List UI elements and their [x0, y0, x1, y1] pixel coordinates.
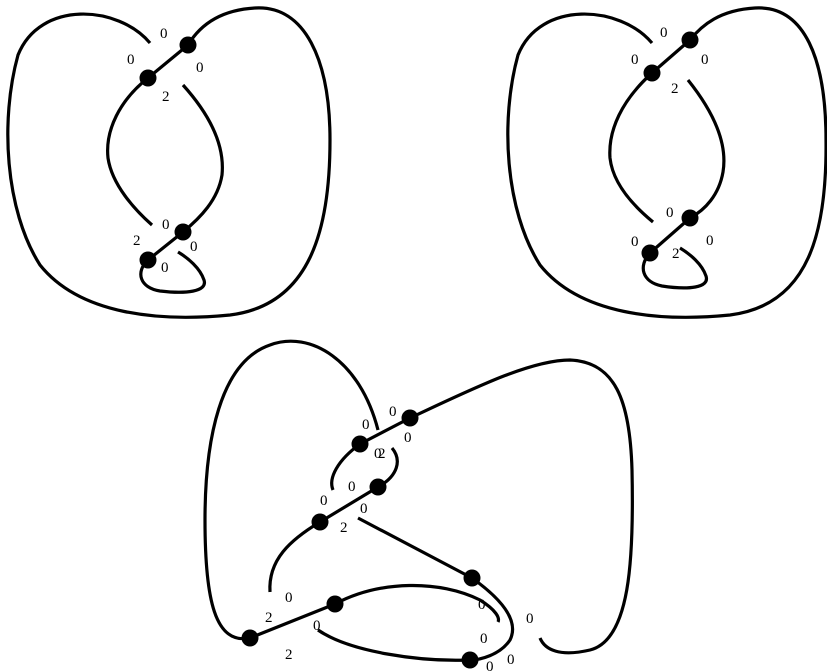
vertex-dot [179, 36, 197, 54]
knot-strand [409, 358, 635, 655]
vertex-label: 2 [378, 446, 386, 462]
vertex-label: 0 [285, 590, 293, 606]
knot-strand [506, 6, 827, 319]
knot-strand [249, 602, 336, 640]
knot-strand [686, 79, 726, 220]
vertex-label: 0 [374, 446, 382, 462]
vertex-label: 0 [360, 501, 368, 517]
vertex-label: 0 [631, 52, 639, 68]
vertex-dot [681, 209, 699, 227]
vertex-dot [641, 244, 659, 262]
knot-diagram-top-left: 0 0 0 2 0 2 0 0 [6, 6, 332, 319]
vertex-dot [369, 478, 387, 496]
vertex-label: 0 [161, 260, 169, 276]
vertex-label: 0 [127, 52, 135, 68]
vertex-label: 2 [672, 246, 680, 262]
vertex-dot [463, 569, 481, 587]
vertex-dot [351, 435, 369, 453]
vertex-dot [643, 64, 661, 82]
vertex-label: 0 [480, 631, 488, 647]
vertex-label: 0 [196, 60, 204, 76]
knot-strand [139, 250, 206, 294]
vertex-label: 2 [265, 610, 273, 626]
knot-strand [268, 520, 321, 593]
vertex-label: 0 [507, 652, 515, 668]
knot-strand [641, 246, 708, 290]
knot-strand [146, 43, 190, 80]
vertex-dot [311, 513, 329, 531]
knot-strand [317, 628, 471, 662]
vertex-dot [241, 629, 259, 647]
vertex-label: 0 [478, 597, 486, 613]
vertex-label: 0 [348, 479, 356, 495]
vertex-label: 0 [701, 52, 709, 68]
knot-strand [648, 216, 692, 255]
vertex-label: 0 [320, 493, 328, 509]
vertex-label: 2 [671, 81, 679, 97]
knot-strand [106, 76, 154, 227]
vertex-label: 0 [486, 659, 494, 671]
vertex-dot [174, 223, 192, 241]
knot-strand [203, 339, 380, 641]
vertex-label: 0 [313, 618, 321, 634]
vertex-label: 0 [404, 430, 412, 446]
knot-strand [359, 416, 411, 446]
vertex-label: 0 [190, 239, 198, 255]
vertex-label: 2 [285, 647, 293, 663]
vertex-dot [139, 251, 157, 269]
vertex-dot [326, 595, 344, 613]
vertex-dot [681, 31, 699, 49]
vertex-label: 0 [706, 233, 714, 249]
knot-strand [608, 71, 655, 224]
knot-strand [6, 6, 332, 319]
vertex-dot [401, 409, 419, 427]
vertex-dot [139, 69, 157, 87]
vertex-label: 0 [362, 417, 370, 433]
knot-strand [334, 583, 501, 623]
vertex-label: 0 [162, 217, 170, 233]
vertex-label: 0 [160, 26, 168, 42]
vertex-label: 0 [526, 611, 534, 627]
knot-strand [469, 576, 515, 662]
knot-diagram-bottom: 0 0 0 0 2 0 0 0 2 0 0 2 0 0 0 2 0 0 [203, 339, 635, 671]
knot-diagram-top-right: 0 0 0 2 0 0 0 2 [506, 6, 827, 319]
vertex-label: 2 [133, 233, 141, 249]
vertex-label: 0 [666, 205, 674, 221]
knot-strand [181, 83, 224, 234]
vertex-label: 0 [631, 234, 639, 250]
vertex-label: 0 [660, 25, 668, 41]
knot-strand [319, 485, 379, 524]
vertex-label: 2 [162, 89, 170, 105]
vertex-label: 0 [389, 404, 397, 420]
vertex-dot [461, 651, 479, 669]
vertex-label: 2 [340, 520, 348, 536]
knot-strand [357, 516, 473, 580]
